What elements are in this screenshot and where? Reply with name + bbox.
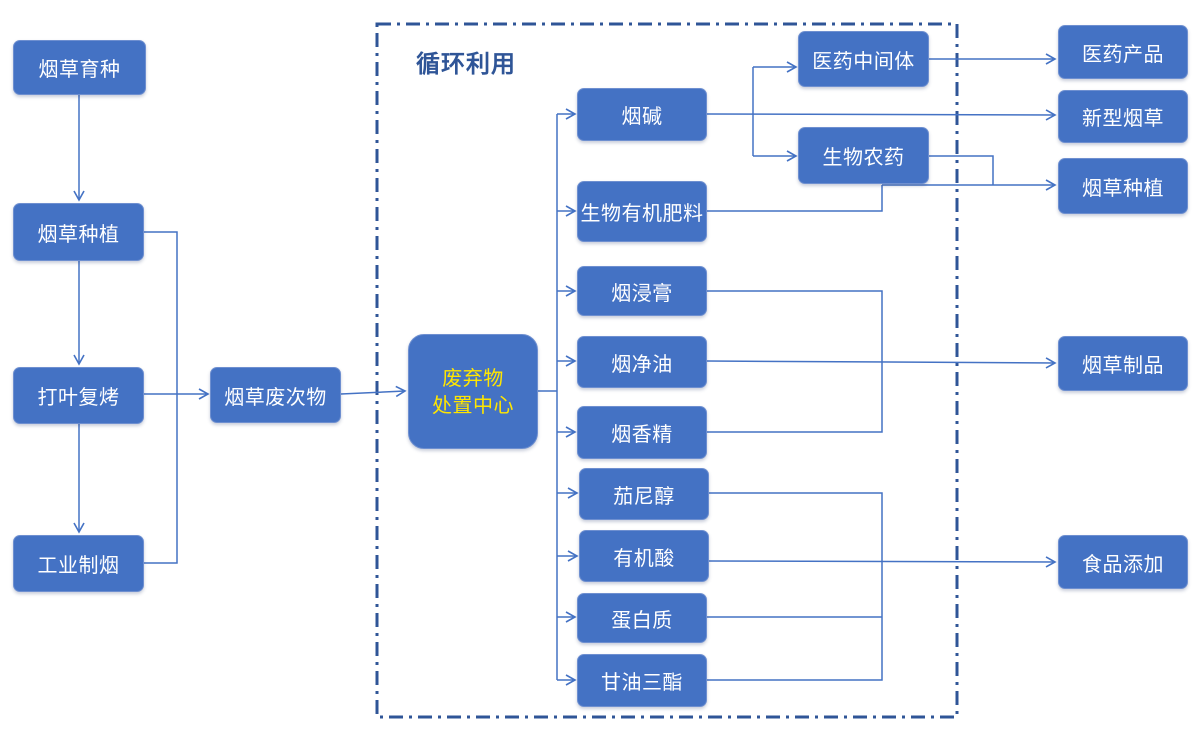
- node-new-tobacco: 新型烟草: [1058, 90, 1188, 143]
- node-pharma-intermediate: 医药中间体: [798, 31, 929, 87]
- cycle-title: 循环利用: [416, 50, 516, 78]
- node-waste-center: 废弃物 处置中心: [408, 334, 538, 449]
- center-line-1: 废弃物: [442, 365, 504, 390]
- node-redrying: 打叶复烤: [13, 367, 144, 424]
- node-tobacco-planting-out: 烟草种植: [1058, 158, 1188, 214]
- center-line-2: 处置中心: [432, 392, 514, 417]
- node-nicotine: 烟碱: [577, 88, 707, 141]
- node-protein: 蛋白质: [577, 593, 707, 643]
- node-triglyceride: 甘油三酯: [577, 654, 707, 707]
- node-organic-fertilizer: 生物有机肥料: [577, 181, 707, 242]
- node-tobacco-absolute: 烟净油: [577, 336, 707, 388]
- node-tobacco-extract: 烟浸膏: [577, 266, 707, 316]
- node-planting: 烟草种植: [13, 203, 144, 261]
- node-breeding: 烟草育种: [13, 40, 146, 95]
- node-pharma-products: 医药产品: [1058, 25, 1188, 79]
- node-bio-pesticide: 生物农药: [798, 127, 929, 184]
- node-manufacturing: 工业制烟: [13, 535, 144, 592]
- cycle-boundary: [375, 22, 959, 719]
- node-tobacco-flavor: 烟香精: [577, 406, 707, 459]
- node-tobacco-products: 烟草制品: [1058, 336, 1188, 391]
- node-organic-acid: 有机酸: [579, 530, 709, 582]
- node-solanesol: 茄尼醇: [579, 468, 709, 520]
- node-tobacco-waste: 烟草废次物: [210, 367, 341, 423]
- node-food-additive: 食品添加: [1058, 535, 1188, 589]
